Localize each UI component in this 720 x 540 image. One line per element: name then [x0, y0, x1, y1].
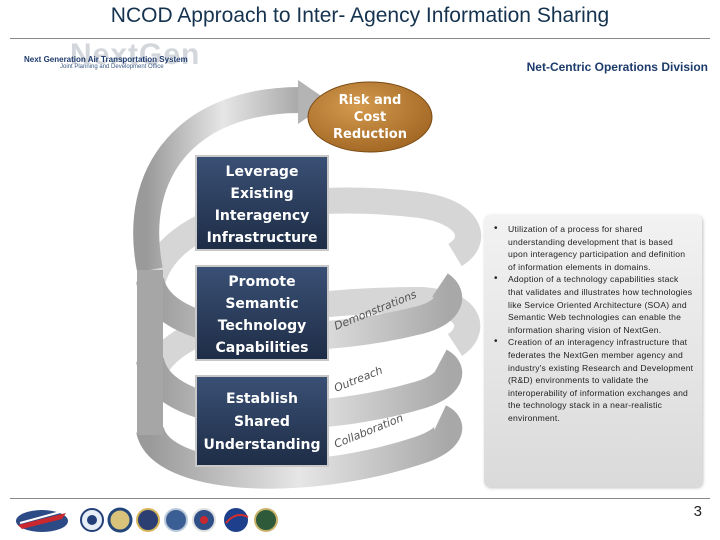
jpdo-logo-icon: [16, 510, 68, 532]
goal-line-1: Risk and: [339, 93, 402, 108]
agency-seals: [16, 507, 278, 533]
bullet-list: • Utilization of a process for shared und…: [484, 215, 702, 425]
swirl-arrow-top: [133, 87, 301, 273]
box-promote-line-2: Semantic: [225, 296, 298, 312]
nextgen-logo-line1: Next Generation Air Transportation Syste…: [24, 55, 188, 64]
arrow-label-outreach: Outreach: [332, 364, 384, 395]
header-divider: [10, 38, 710, 39]
box-leverage: [195, 155, 329, 251]
bullet-text: Adoption of a technology capabilities st…: [508, 274, 693, 335]
nextgen-logo-ghost: NextGen: [70, 38, 201, 71]
bullet-icon: •: [494, 336, 498, 348]
goal-circle: [307, 81, 433, 153]
bullet-text: Utilization of a process for shared unde…: [508, 224, 686, 272]
nasa-seal-icon: [224, 508, 249, 532]
bullet-text: Creation of an interagency infrastructur…: [508, 337, 694, 423]
description-panel: • Utilization of a process for shared und…: [484, 215, 702, 487]
box-leverage-line-4: Infrastructure: [207, 230, 318, 246]
page-number: 3: [693, 503, 702, 520]
faa-seal-icon: [107, 507, 133, 533]
dod-seal-icon: [136, 508, 160, 532]
swirl-band-front: [136, 273, 463, 351]
dhs-seal-icon: [192, 508, 216, 532]
bullet-item: • Adoption of a technology capabilities s…: [492, 273, 694, 336]
box-leverage-line-1: Leverage: [226, 164, 299, 180]
nextgen-logo: NextGen Next Generation Air Transportati…: [22, 38, 212, 76]
swirl-band-front: [136, 349, 463, 430]
bullet-icon: •: [494, 273, 498, 285]
page-title: NCOD Approach to Inter- Agency Informati…: [110, 4, 610, 27]
goal-line-3: Reduction: [333, 127, 407, 142]
bullet-item: • Utilization of a process for shared und…: [492, 223, 694, 273]
commerce-seal-icon: [164, 508, 188, 532]
box-establish-line-1: Establish: [226, 391, 298, 407]
goal-line-2: Cost: [354, 110, 386, 125]
box-establish-line-3: Understanding: [203, 437, 320, 453]
box-leverage-line-3: Interagency: [215, 208, 310, 224]
swirl-band-back: [137, 286, 481, 392]
nextgen-logo-line2: Joint Planning and Development Office: [60, 64, 164, 70]
box-establish: [195, 375, 329, 467]
ostp-seal-icon: [254, 508, 278, 532]
footer-divider: [10, 498, 710, 499]
bullet-icon: •: [494, 223, 498, 234]
box-promote-line-3: Technology: [218, 318, 307, 334]
box-promote: [195, 265, 329, 361]
bullet-item: • Creation of an interagency infrastructu…: [492, 336, 694, 424]
division-name: Net-Centric Operations Division: [526, 60, 708, 74]
swirl-band-front: [136, 405, 462, 489]
box-promote-line-4: Capabilities: [216, 340, 309, 356]
box-establish-line-2: Shared: [234, 414, 290, 430]
box-promote-line-1: Promote: [228, 274, 295, 290]
dot-seal-icon: [80, 508, 104, 532]
box-leverage-line-2: Existing: [230, 186, 293, 202]
swirl-band-back: [137, 187, 482, 301]
